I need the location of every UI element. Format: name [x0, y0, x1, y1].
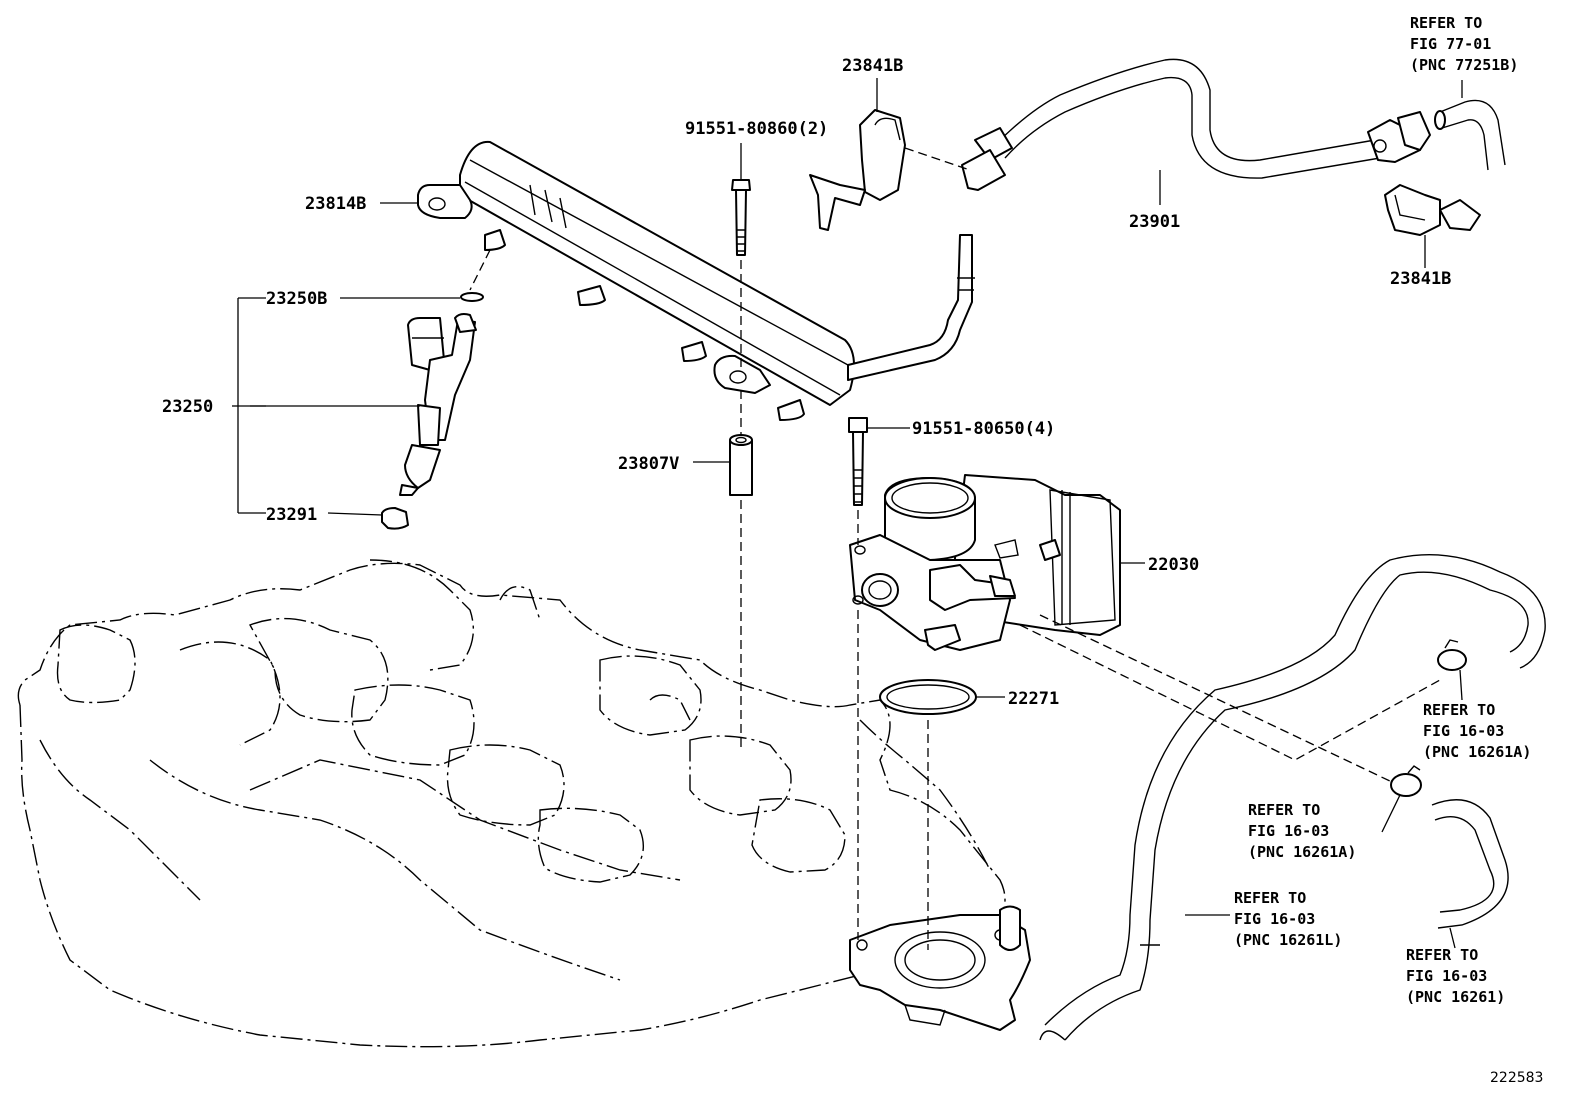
connector-clip-top[interactable] — [809, 109, 906, 231]
part-labels: 23841B 23841B 23814B 23250B 23250 23291 … — [162, 56, 1451, 709]
ref-line: REFER TO — [1234, 889, 1306, 907]
injector-ports — [484, 229, 805, 421]
ref-line: (PNC 16261A) — [1248, 843, 1356, 861]
label-23841b-top[interactable]: 23841B — [842, 56, 903, 76]
assembly-guide-lines — [469, 147, 1441, 950]
ref-line: REFER TO — [1410, 14, 1482, 32]
ref-line: (PNC 16261A) — [1423, 743, 1531, 761]
label-23901[interactable]: 23901 — [1129, 212, 1180, 232]
water-hose-short — [1431, 799, 1509, 929]
hose-clamps — [1390, 639, 1467, 797]
ref-line: FIG 16-03 — [1234, 910, 1315, 928]
figure-id: 222583 — [1490, 1070, 1543, 1086]
label-bolt-91551-80860[interactable]: 91551-80860(2) — [685, 119, 828, 139]
throttle-body[interactable] — [849, 474, 1121, 651]
engine-phantom-outline — [17, 559, 1006, 1048]
reference-notes: REFER TO FIG 77-01 (PNC 77251B) REFER TO… — [1234, 14, 1531, 1006]
label-22030[interactable]: 22030 — [1148, 555, 1199, 575]
label-23291[interactable]: 23291 — [266, 505, 317, 525]
ref-line: FIG 16-03 — [1423, 722, 1504, 740]
ref-line: (PNC 16261) — [1406, 988, 1505, 1006]
ref-fig-16-03-l[interactable]: REFER TO FIG 16-03 (PNC 16261L) — [1234, 889, 1342, 949]
ref-line: FIG 16-03 — [1406, 967, 1487, 985]
gasket[interactable] — [879, 679, 977, 715]
bolt-throttle[interactable] — [848, 417, 868, 506]
ref-line: REFER TO — [1248, 801, 1320, 819]
ref-fig-16-03-a[interactable]: REFER TO FIG 16-03 (PNC 16261A) — [1423, 701, 1531, 761]
fuel-hose[interactable] — [961, 58, 1431, 191]
ref-line: FIG 77-01 — [1410, 35, 1491, 53]
connector-clip-right[interactable] — [1384, 184, 1481, 236]
bolt-top[interactable] — [731, 179, 751, 256]
ref-fig-16-03-c[interactable]: REFER TO FIG 16-03 (PNC 16261) — [1406, 946, 1505, 1006]
fuel-injector[interactable] — [381, 292, 484, 530]
label-23814b[interactable]: 23814B — [305, 194, 366, 214]
ref-line: REFER TO — [1406, 946, 1478, 964]
ref-line: (PNC 77251B) — [1410, 56, 1518, 74]
label-23841b-right[interactable]: 23841B — [1390, 269, 1451, 289]
label-23250b[interactable]: 23250B — [266, 289, 327, 309]
fuel-delivery-pipe[interactable] — [417, 140, 975, 421]
ref-line: (PNC 16261L) — [1234, 931, 1342, 949]
ref-hose-fig77 — [1434, 99, 1506, 171]
leader-lines — [232, 78, 1463, 949]
ref-fig-16-03-b[interactable]: REFER TO FIG 16-03 (PNC 16261A) — [1248, 801, 1356, 861]
ref-fig-77-01[interactable]: REFER TO FIG 77-01 (PNC 77251B) — [1410, 14, 1518, 74]
spacer[interactable] — [729, 434, 753, 496]
label-23250[interactable]: 23250 — [162, 397, 213, 417]
intake-manifold-flange — [849, 905, 1031, 1031]
label-23807v[interactable]: 23807V — [618, 454, 679, 474]
ref-line: REFER TO — [1423, 701, 1495, 719]
label-22271[interactable]: 22271 — [1008, 689, 1059, 709]
water-hose-long — [1039, 553, 1546, 1041]
label-bolt-91551-80650[interactable]: 91551-80650(4) — [912, 419, 1055, 439]
ref-line: FIG 16-03 — [1248, 822, 1329, 840]
